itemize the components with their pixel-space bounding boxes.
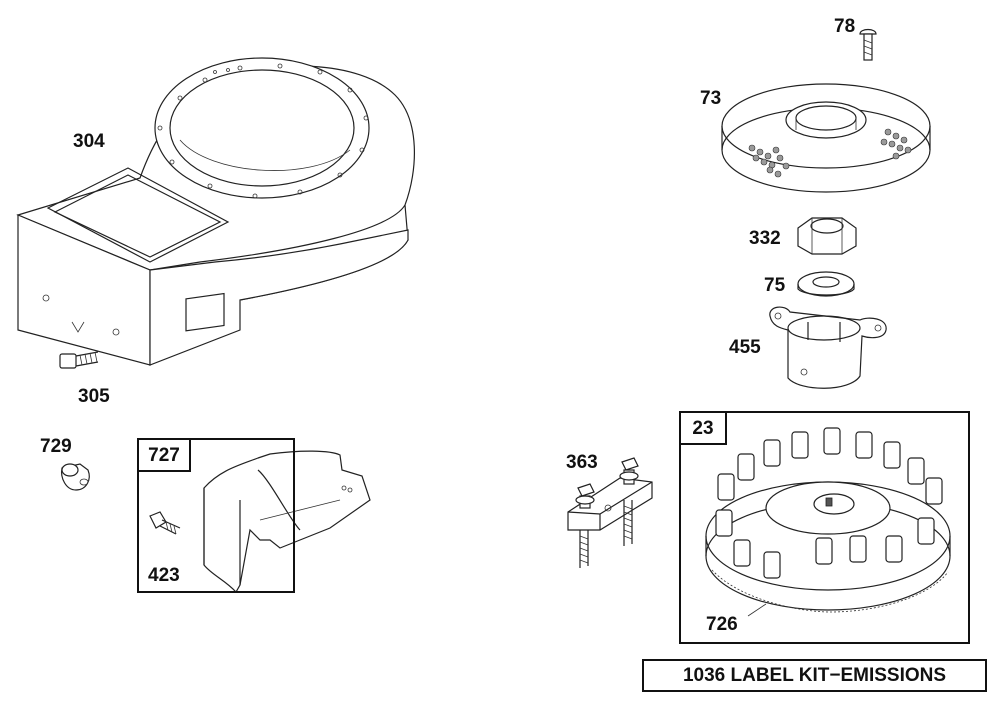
air-guide-screw-drawing bbox=[149, 511, 181, 535]
callout-423: 423 bbox=[148, 565, 180, 586]
rotating-screen-screw-drawing bbox=[859, 28, 877, 61]
housing-screw-drawing bbox=[59, 351, 99, 369]
label-kit-box: 1036 LABEL KIT−EMISSIONS bbox=[642, 659, 987, 692]
callout-73: 73 bbox=[700, 88, 722, 109]
rotating-screen-drawing bbox=[721, 83, 931, 193]
starter-clutch-drawing bbox=[769, 306, 887, 389]
callout-75: 75 bbox=[764, 275, 786, 296]
kit-727-label: 727 bbox=[148, 444, 180, 466]
kit-727-frame bbox=[137, 438, 295, 593]
grommet-drawing bbox=[61, 463, 90, 491]
callout-726: 726 bbox=[706, 614, 738, 635]
kit-23-tag: 23 bbox=[679, 411, 727, 445]
label-kit-text: 1036 LABEL KIT−EMISSIONS bbox=[682, 664, 947, 686]
callout-455: 455 bbox=[729, 337, 761, 358]
callout-304: 304 bbox=[73, 131, 105, 152]
flywheel-nut-drawing bbox=[797, 217, 857, 255]
belleville-washer-drawing bbox=[797, 271, 855, 297]
callout-729: 729 bbox=[40, 436, 72, 457]
callout-332: 332 bbox=[749, 228, 781, 249]
flywheel-drawing bbox=[705, 427, 951, 613]
callout-78: 78 bbox=[834, 16, 856, 37]
kit-23-frame bbox=[679, 411, 970, 644]
callout-305: 305 bbox=[78, 386, 110, 407]
kit-23-label: 23 bbox=[692, 417, 714, 439]
blower-housing-drawing bbox=[16, 57, 415, 366]
kit-727-tag: 727 bbox=[137, 438, 191, 472]
callout-363: 363 bbox=[566, 452, 598, 473]
air-guide-drawing bbox=[203, 450, 371, 594]
ground-bracket-drawing bbox=[567, 457, 653, 568]
